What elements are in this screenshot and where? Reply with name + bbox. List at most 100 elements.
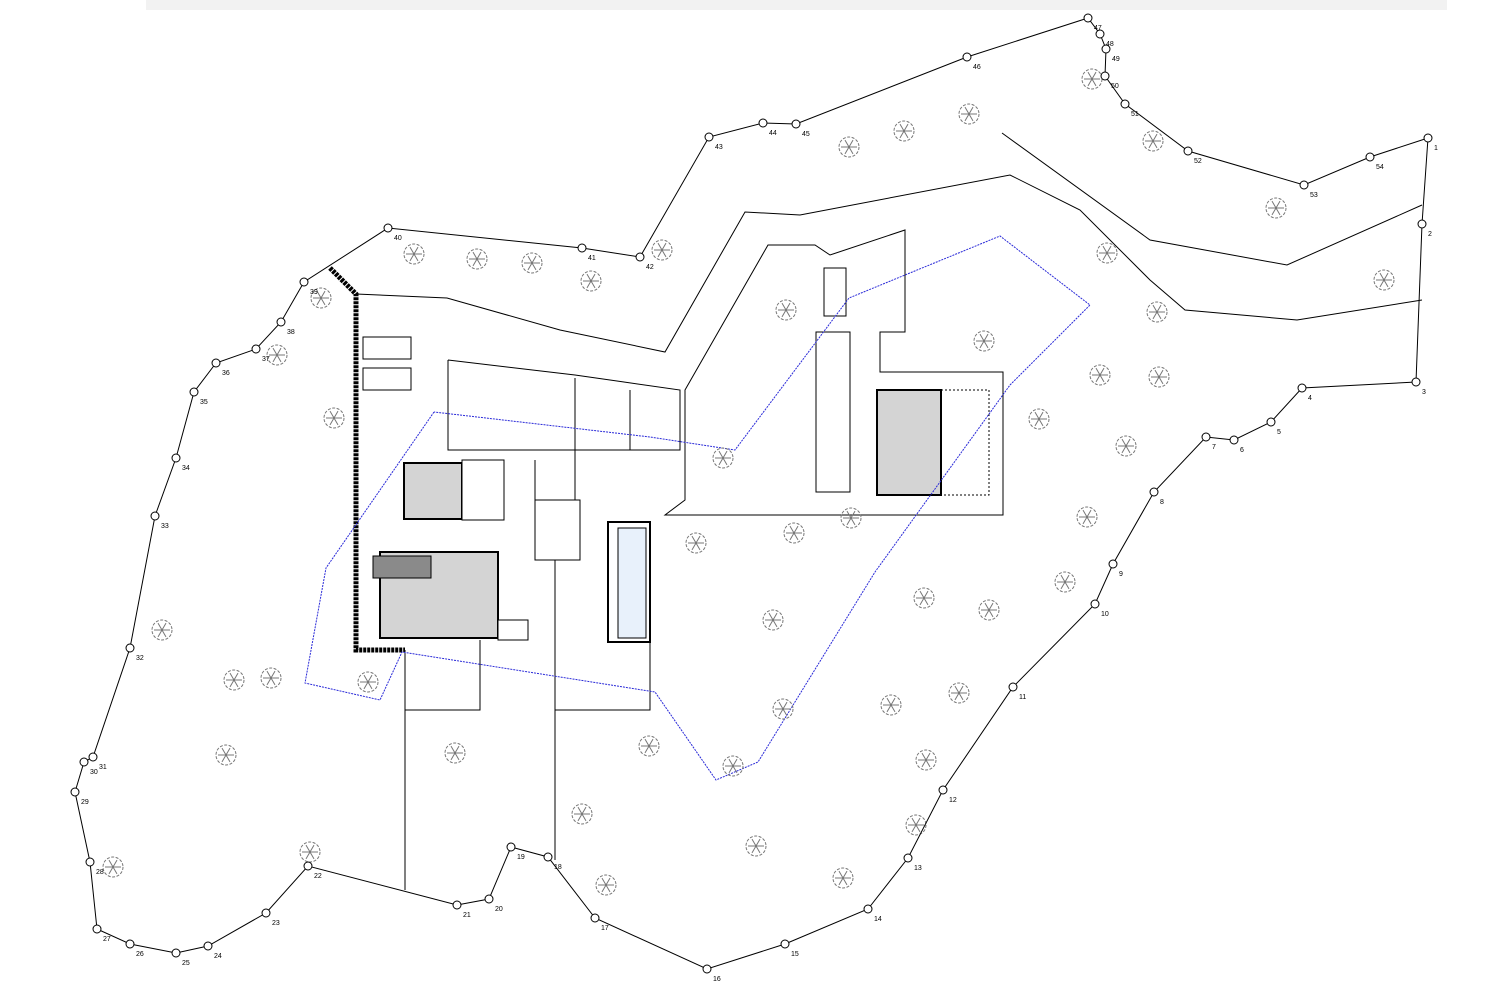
survey-point-label: 22 [314, 873, 322, 880]
survey-point [150, 511, 160, 521]
survey-point [758, 118, 768, 128]
tree-icon [1115, 435, 1137, 457]
survey-point-label: 50 [1111, 83, 1119, 90]
survey-point-label: 20 [495, 906, 503, 913]
tree-icon [1265, 197, 1287, 219]
survey-point [452, 900, 462, 910]
survey-point-label: 16 [713, 976, 721, 983]
survey-point [1090, 599, 1100, 609]
tree-icon [832, 867, 854, 889]
survey-point [79, 757, 89, 767]
survey-point [1183, 146, 1193, 156]
survey-point [1417, 219, 1427, 229]
tree-icon [266, 344, 288, 366]
tree-icon [260, 667, 282, 689]
tree-icon [772, 698, 794, 720]
tree-icon [1096, 242, 1118, 264]
top-bar [146, 0, 1447, 10]
survey-point-label: 38 [287, 329, 295, 336]
tree-icon [595, 874, 617, 896]
tree-icon [102, 856, 124, 878]
survey-point-label: 33 [161, 523, 169, 530]
survey-point [261, 908, 271, 918]
survey-point-label: 28 [96, 869, 104, 876]
tree-icon [783, 522, 805, 544]
tree-icon [310, 287, 332, 309]
survey-point-label: 48 [1106, 41, 1114, 48]
survey-point [938, 785, 948, 795]
survey-point-label: 52 [1194, 158, 1202, 165]
survey-point [1095, 29, 1105, 39]
tree-icon [521, 252, 543, 274]
survey-point-label: 37 [262, 356, 270, 363]
survey-point-label: 49 [1112, 56, 1120, 63]
survey-point-label: 51 [1131, 111, 1139, 118]
survey-point [85, 857, 95, 867]
tree-icon [571, 803, 593, 825]
property-boundary: 1234567891011121314151617181920212223242… [70, 13, 1438, 983]
survey-point-label: 41 [588, 255, 596, 262]
tree-icon [651, 239, 673, 261]
tree-icon [1148, 366, 1170, 388]
tree-icon [958, 103, 980, 125]
survey-point [1101, 44, 1111, 54]
survey-point [780, 939, 790, 949]
survey-point-label: 2 [1428, 231, 1432, 238]
survey-point-label: 32 [136, 655, 144, 662]
survey-point [1266, 417, 1276, 427]
tree-icon [685, 532, 707, 554]
house [372, 459, 529, 641]
survey-point [506, 842, 516, 852]
survey-point-label: 8 [1160, 499, 1164, 506]
survey-point-label: 15 [791, 951, 799, 958]
survey-point-label: 13 [914, 865, 922, 872]
survey-point [903, 853, 913, 863]
survey-point-label: 27 [103, 936, 111, 943]
survey-point-label: 29 [81, 799, 89, 806]
survey-point-label: 31 [99, 764, 107, 771]
survey-point [70, 787, 80, 797]
survey-point-label: 3 [1422, 389, 1426, 396]
survey-point [702, 964, 712, 974]
tree-icon [1028, 408, 1050, 430]
survey-point [1297, 383, 1307, 393]
survey-point-label: 26 [136, 951, 144, 958]
survey-point-label: 7 [1212, 444, 1216, 451]
tree-icon [948, 682, 970, 704]
tree-icon [1089, 364, 1111, 386]
survey-point [211, 358, 221, 368]
survey-point [1299, 180, 1309, 190]
tree-icon [357, 671, 379, 693]
survey-point-label: 21 [463, 912, 471, 919]
tree-icon [973, 330, 995, 352]
tree-icon [1081, 68, 1103, 90]
survey-point [1411, 377, 1421, 387]
survey-point-label: 24 [214, 953, 222, 960]
survey-point [88, 752, 98, 762]
tree-icon [775, 299, 797, 321]
survey-point [203, 941, 213, 951]
survey-point-label: 18 [554, 864, 562, 871]
tree-icon [223, 669, 245, 691]
survey-point [635, 252, 645, 262]
tree-icon [1142, 130, 1164, 152]
tree-icon [638, 735, 660, 757]
tree-icon [905, 814, 927, 836]
survey-point-label: 14 [874, 916, 882, 923]
survey-point [1149, 487, 1159, 497]
tree-icon [915, 749, 937, 771]
survey-point [962, 52, 972, 62]
survey-point [704, 132, 714, 142]
trees [102, 68, 1395, 896]
survey-point [791, 119, 801, 129]
tree-icon [893, 120, 915, 142]
survey-point-label: 34 [182, 465, 190, 472]
survey-point-label: 6 [1240, 447, 1244, 454]
survey-point-label: 54 [1376, 164, 1384, 171]
tree-icon [762, 609, 784, 631]
tree-icon [215, 744, 237, 766]
survey-point-label: 53 [1310, 192, 1318, 199]
survey-point-label: 4 [1308, 395, 1312, 402]
survey-point [1100, 71, 1110, 81]
